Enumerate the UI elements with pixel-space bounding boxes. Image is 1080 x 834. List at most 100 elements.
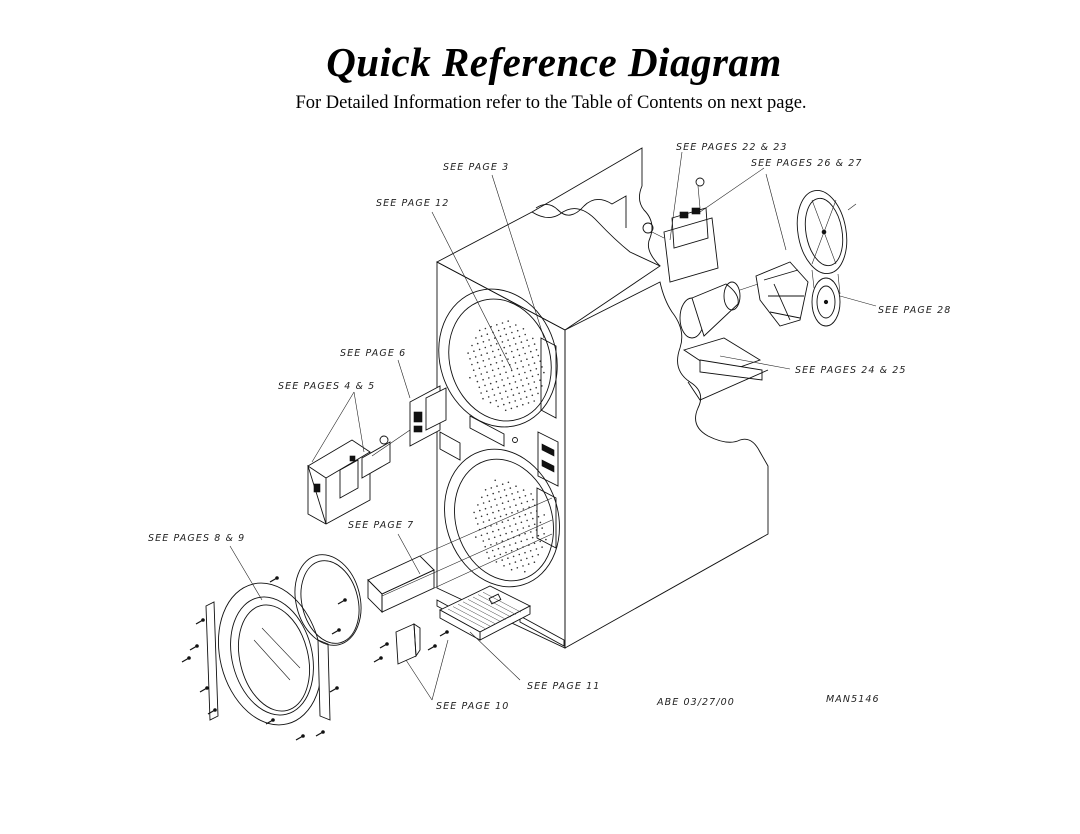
drum-perforation: [516, 405, 518, 408]
drum-perforation: [507, 377, 509, 379]
drum-perforation: [497, 528, 500, 531]
drum-perforation: [501, 521, 504, 523]
drum-perforation: [524, 495, 527, 497]
drum-perforation: [526, 519, 528, 522]
screw-head: [385, 642, 389, 646]
drum-perforation: [513, 498, 515, 501]
drum-perforation: [530, 512, 532, 514]
drum-perforation: [507, 519, 509, 522]
drum-perforation: [520, 360, 522, 362]
drum-perforation: [533, 542, 536, 545]
drum-perforation: [522, 347, 524, 349]
drum-perforation: [497, 386, 500, 389]
drum-perforation: [514, 400, 516, 402]
drum-perforation: [480, 354, 483, 356]
drum-perforation: [480, 335, 483, 337]
drum-perforation: [505, 513, 508, 516]
drum-perforation: [514, 381, 517, 383]
screw-head: [301, 734, 305, 738]
drum-perforation: [480, 392, 482, 394]
drum-perforation: [517, 491, 519, 493]
drum-perforation: [518, 392, 520, 395]
screw-head: [379, 656, 383, 660]
drum-perforation: [467, 352, 469, 354]
lint-screen-mesh: [457, 603, 497, 625]
drum-perforation: [505, 352, 507, 355]
drum-perforation: [473, 350, 475, 353]
drum-perforation: [499, 553, 502, 556]
drum-perforation: [494, 498, 496, 501]
leader-lines: [229, 151, 877, 701]
drum-perforation: [490, 325, 492, 328]
drum-perforation: [511, 350, 513, 353]
drum-perforation: [508, 563, 511, 565]
drum-perforation: [520, 341, 523, 343]
screw-head: [201, 618, 205, 622]
drum-perforation: [488, 358, 490, 360]
drive-components: [642, 177, 857, 401]
drum-perforation: [503, 346, 506, 349]
drum-perforation: [532, 498, 534, 501]
drum-perforation: [510, 388, 513, 391]
drum-perforation: [512, 356, 515, 359]
drum-perforation: [497, 547, 500, 550]
drum-perforation: [477, 504, 479, 506]
drum-perforation: [505, 551, 507, 554]
drum-perforation: [486, 390, 488, 393]
callout-page-3: SEE PAGE 3: [443, 162, 509, 173]
drum-perforation: [524, 390, 526, 393]
drum-perforation: [524, 551, 526, 554]
screw-head: [187, 656, 191, 660]
drum-perforation: [516, 567, 519, 569]
drum-perforation: [533, 523, 536, 526]
drum-perforation: [537, 515, 540, 518]
drum-perforation: [516, 329, 519, 332]
page-subtitle: For Detailed Information refer to the Ta…: [295, 93, 807, 113]
drum-perforation: [512, 555, 515, 558]
drum-perforation: [529, 369, 532, 372]
drum-perforation: [535, 349, 538, 351]
drum-perforation: [539, 540, 541, 543]
drum-perforation: [490, 363, 492, 366]
drum-perforation: [516, 386, 518, 389]
drum-perforation: [478, 348, 481, 351]
drum-perforation: [481, 496, 483, 499]
drum-perforation: [476, 380, 479, 383]
drum-perforation: [490, 487, 493, 489]
drum-perforation: [520, 502, 523, 505]
drum-perforation: [524, 532, 526, 535]
drum-perforation: [510, 568, 513, 571]
drum-perforation: [528, 345, 530, 347]
lint-screen-mesh: [447, 608, 487, 630]
drum-perforation: [526, 500, 529, 503]
drum-perforation: [518, 534, 521, 537]
drum-perforation: [526, 538, 528, 541]
drum-perforation: [499, 496, 502, 499]
drum-perforation: [475, 517, 477, 519]
drum-perforation: [491, 388, 494, 391]
drum-perforation: [484, 365, 486, 368]
drum-perforation: [486, 494, 489, 497]
drum-perforation: [484, 346, 487, 349]
drum-perforation: [533, 381, 536, 383]
drum-perforation: [513, 517, 515, 520]
drum-perforation: [486, 371, 488, 374]
drum-perforation: [512, 375, 515, 378]
drum-perforation: [498, 491, 500, 493]
drum-perforation: [541, 385, 543, 387]
drum-perforation: [478, 367, 481, 370]
drum-perforation: [503, 489, 506, 491]
drum-perforation: [531, 375, 534, 378]
drum-perforation: [514, 343, 517, 345]
drum-perforation: [535, 386, 537, 389]
drum-perforation: [510, 369, 513, 372]
drum-perforation: [511, 511, 513, 514]
drum-perforation: [524, 570, 526, 573]
control-panel: [537, 431, 559, 487]
drum-perforation: [486, 513, 489, 516]
drum-perforation: [478, 386, 481, 389]
drum-perforation: [495, 362, 498, 364]
drum-perforation: [531, 555, 534, 558]
drum-perforation: [492, 530, 494, 533]
drum-perforation: [537, 534, 540, 537]
